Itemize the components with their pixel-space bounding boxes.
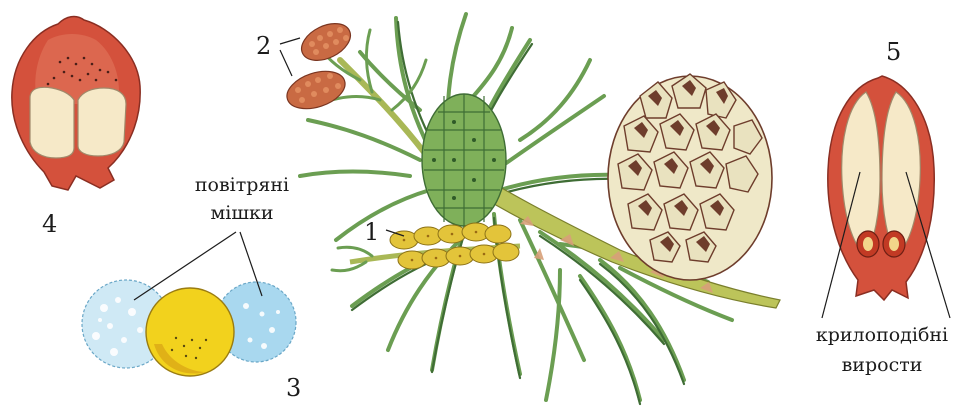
green-cone	[422, 94, 506, 226]
ovule-4-right	[78, 88, 126, 156]
label-3: 3	[286, 376, 301, 400]
male-cones	[332, 223, 520, 271]
pointer-2-top	[280, 38, 300, 44]
label-5: 5	[886, 40, 901, 64]
pointer-2-bottom	[280, 50, 292, 76]
label-wings-line2: вирости	[800, 356, 964, 375]
young-cone-bottom	[282, 65, 350, 116]
ovule-4-left	[30, 87, 74, 158]
label-wings-line1: крилоподібні	[800, 326, 964, 345]
label-air-sacs-line2: мішки	[180, 204, 304, 223]
pine-branch	[280, 14, 780, 404]
label-2: 2	[256, 34, 271, 58]
label-1: 1	[364, 220, 379, 244]
label-air-sacs-line1: повітряні	[180, 176, 304, 195]
figure-4-seed-scale	[12, 17, 140, 190]
pollen-body	[146, 288, 234, 376]
mature-cone	[608, 74, 772, 280]
young-cone-top	[296, 16, 357, 68]
figure-3-pollen-grain	[82, 232, 296, 376]
label-4: 4	[42, 212, 57, 236]
figure-5-seed-scale	[822, 76, 950, 318]
